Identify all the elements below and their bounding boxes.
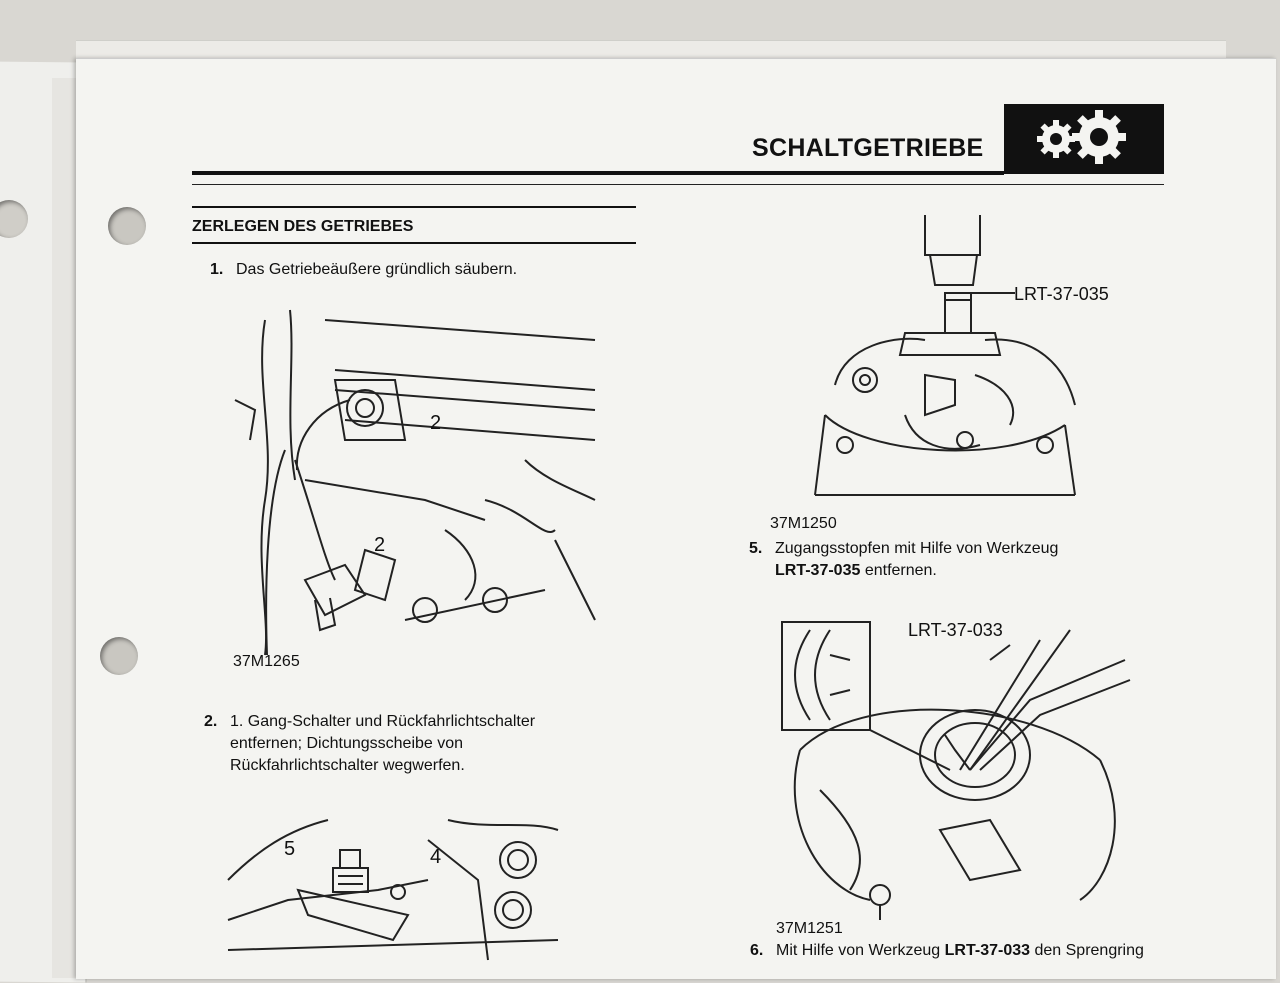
gears-icon — [1037, 110, 1126, 164]
callout-2-lower: 2 — [374, 534, 386, 556]
callout-4: 4 — [430, 846, 442, 868]
figure-3-tool-label: LRT-37-035 — [1014, 284, 1109, 304]
figure-4-id: 37M1251 — [776, 920, 843, 937]
step-number: 5. — [749, 540, 763, 557]
figure-4-circlip-drawing — [781, 621, 1131, 920]
step-text-rest: entfernen. — [860, 562, 937, 579]
step-1: 1. Das Getriebeäußere gründlich säubern. — [210, 259, 518, 281]
step-text: Das Getriebeäußere gründlich säubern. — [236, 261, 518, 278]
figure-1-switch-drawing — [234, 309, 596, 656]
figure-3-id: 37M1250 — [770, 515, 837, 532]
section-rule-bottom — [192, 242, 636, 244]
chapter-title: SCHALTGETRIEBE — [752, 134, 984, 162]
section-rule-top — [192, 206, 636, 208]
step-text-pre: Mit Hilfe von Werkzeug — [776, 942, 945, 959]
chapter-icon-box — [1004, 104, 1164, 174]
step-text-post: den Sprengring — [1030, 942, 1144, 959]
step-text-line-2: entfernen; Dichtungsscheibe von — [230, 735, 464, 752]
manual-page — [76, 58, 1276, 979]
tool-reference: LRT-37-033 — [944, 942, 1031, 959]
callout-2-upper: 2 — [430, 412, 442, 434]
tool-reference: LRT-37-035 — [775, 562, 861, 579]
step-text-line-1: Zugangsstopfen mit Hilfe von Werkzeug — [775, 540, 1059, 557]
figure-3-plug-drawing — [814, 215, 1076, 496]
step-text-line-2: LRT-37-035 entfernen. — [775, 560, 1058, 582]
header-rule-thin — [192, 184, 1164, 185]
step-text-line-1: 1. Gang-Schalter und Rückfahrlichtschalt… — [230, 713, 536, 730]
step-number: 2. — [204, 713, 218, 730]
figure-4-tool-label: LRT-37-033 — [908, 620, 1003, 640]
binder-hole-top — [108, 207, 146, 245]
step-number: 6. — [750, 942, 764, 959]
binder-hole-bottom — [100, 637, 138, 675]
step-6: 6. Mit Hilfe von Werkzeug LRT-37-033 den… — [750, 940, 1144, 962]
step-text-line-3: Rückfahrlichtschalter wegwerfen. — [230, 757, 465, 774]
step-2: 2. 1. Gang-Schalter und Rückfahrlichtsch… — [204, 711, 536, 777]
figure-2-drawing — [227, 819, 559, 961]
section-title: ZERLEGEN DES GETRIEBES — [192, 218, 414, 235]
step-number: 1. — [210, 261, 224, 278]
header-rule — [192, 171, 1004, 175]
figure-1-id: 37M1265 — [233, 653, 300, 670]
step-5: 5. Zugangsstopfen mit Hilfe von Werkzeug… — [749, 538, 1059, 582]
callout-5: 5 — [284, 838, 296, 860]
